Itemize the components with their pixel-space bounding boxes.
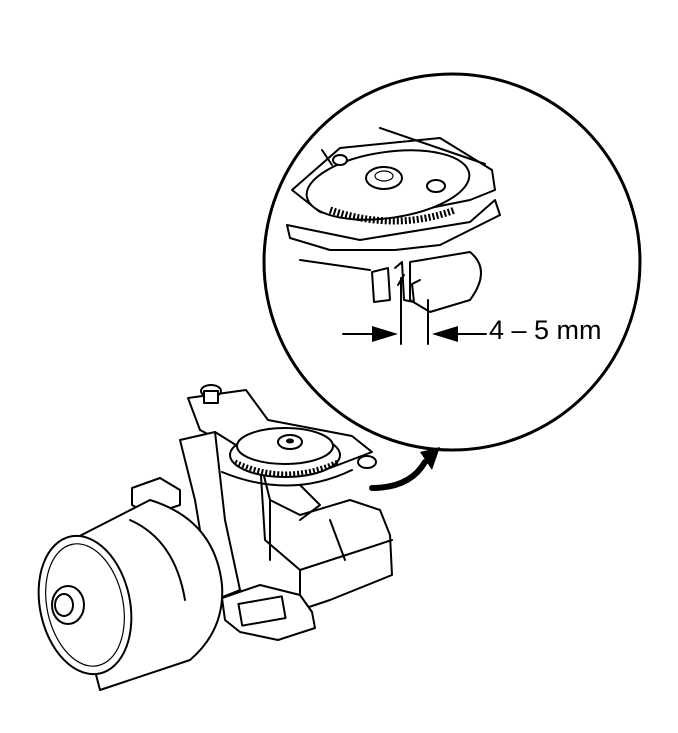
wiper-motor-assembly: [37, 384, 393, 691]
mounting-stud-post: [203, 390, 219, 404]
detail-shaft-nut: [365, 166, 403, 190]
detail-gear-teeth: [328, 206, 457, 225]
detail-contact-arm: [371, 267, 391, 303]
detail-switch-housing: [409, 251, 482, 313]
callout-arrow: [369, 447, 440, 491]
detail-cam-hole: [426, 179, 446, 193]
detail-lower-plate: [286, 199, 501, 251]
pivot-screw: [357, 455, 377, 469]
dimension-label: 4 – 5 mm: [489, 315, 602, 345]
detail-magnifier: [262, 72, 642, 452]
dimension-arrow-left-head: [372, 326, 398, 342]
dimension-arrow-right-head: [432, 326, 458, 342]
